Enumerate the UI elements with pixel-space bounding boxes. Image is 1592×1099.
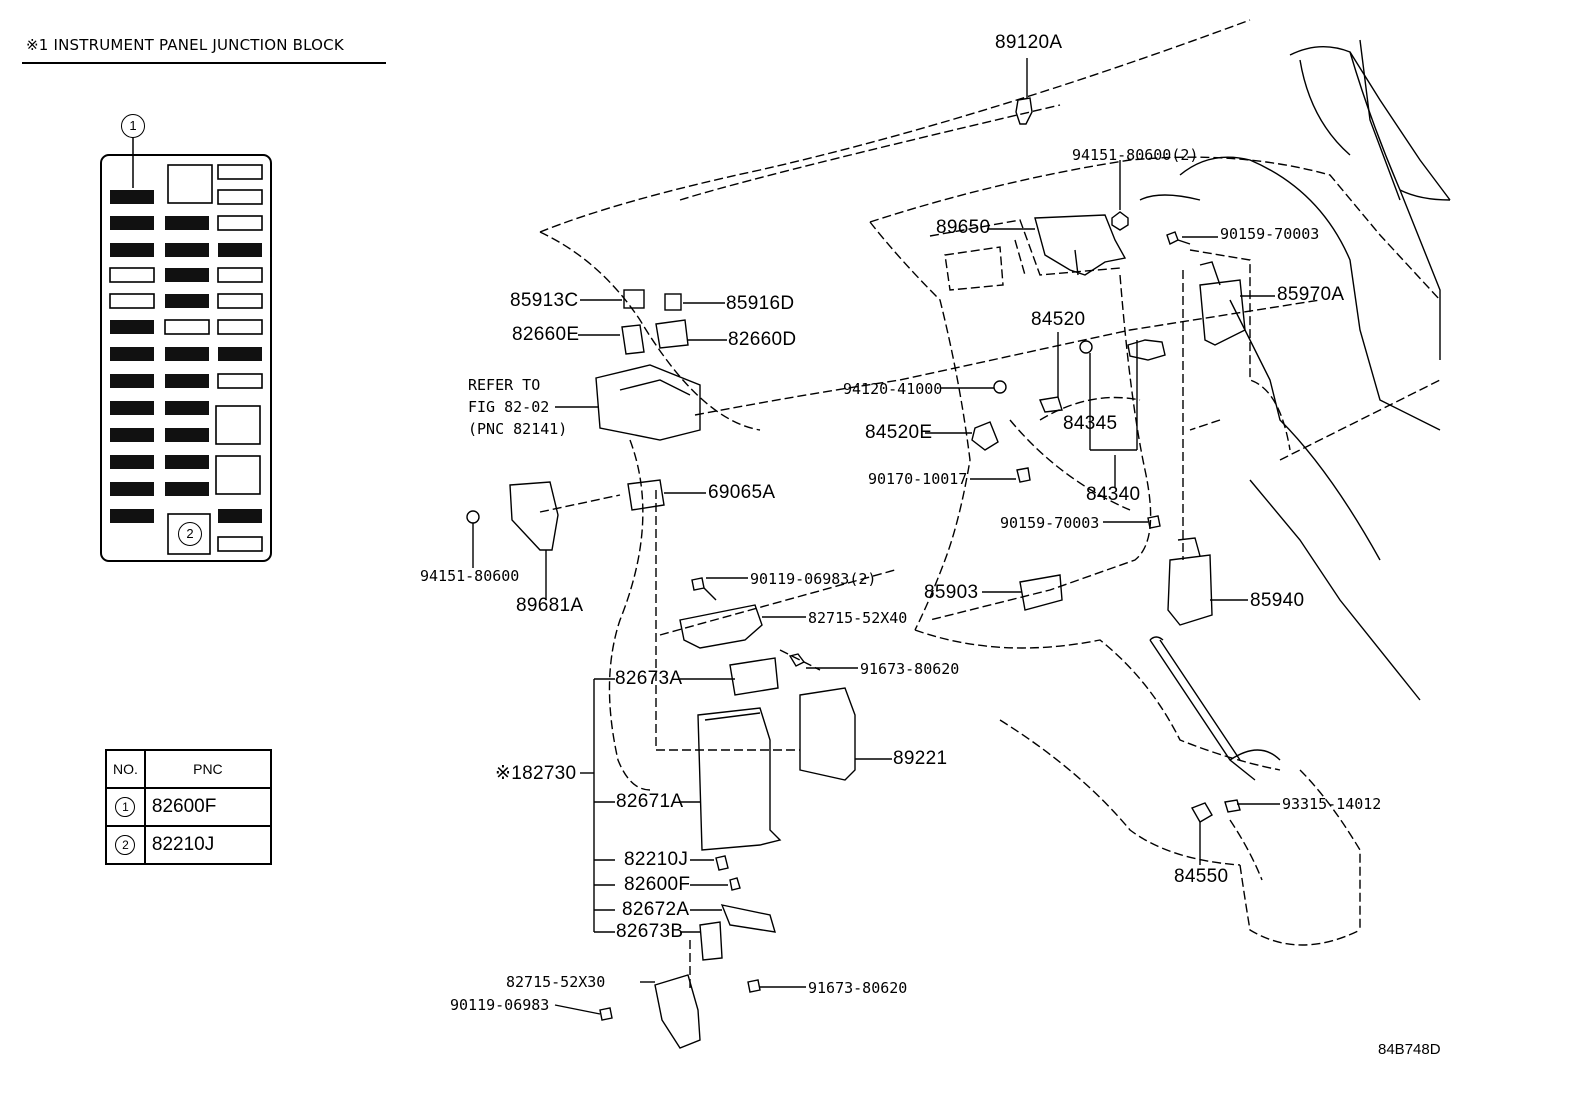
- label-84520: 84520: [1031, 309, 1086, 330]
- label-94151-80600-2: 94151-80600(2): [1072, 146, 1199, 164]
- label-82730: ※182730: [495, 763, 577, 784]
- refer-note: REFER TO FIG 82-02 (PNC 82141): [468, 374, 567, 440]
- body-outline: [1139, 39, 1451, 781]
- label-84520E: 84520E: [865, 422, 933, 443]
- pnc-table: NO. PNC 1 82600F 2 82210J: [105, 749, 272, 865]
- row-pnc: 82210J: [143, 825, 272, 865]
- label-85903: 85903: [924, 582, 979, 603]
- label-85916D: 85916D: [726, 293, 795, 314]
- label-91673-80620-bottom: 91673-80620: [808, 979, 908, 997]
- label-82660D: 82660D: [728, 329, 797, 350]
- label-82673A: 82673A: [615, 668, 683, 689]
- pnc-table-header: NO. PNC: [105, 749, 272, 789]
- label-90119-06983-2: 90119-06983(2): [750, 570, 877, 588]
- label-90159-70003-top: 90159-70003: [1220, 225, 1320, 243]
- label-89650: 89650: [936, 217, 991, 238]
- label-90119-06983: 90119-06983: [450, 996, 550, 1014]
- label-85970A: 85970A: [1277, 284, 1345, 305]
- table-row: 2 82210J: [105, 825, 272, 865]
- refer-line-2: FIG 82-02: [468, 398, 550, 416]
- row-pnc: 82600F: [143, 787, 272, 827]
- label-82660E: 82660E: [512, 324, 580, 345]
- title-underline: [22, 62, 386, 64]
- label-69065A: 69065A: [708, 482, 776, 503]
- label-82672A: 82672A: [622, 899, 690, 920]
- figure-id: 84B748D: [1378, 1041, 1441, 1058]
- label-90170-10017: 90170-10017: [868, 470, 968, 488]
- label-82673B: 82673B: [616, 921, 684, 942]
- leader-lines: [472, 228, 1280, 1015]
- table-row: 1 82600F: [105, 787, 272, 827]
- label-90159-70003-bottom: 90159-70003: [1000, 514, 1100, 532]
- label-89120A: 89120A: [995, 32, 1063, 53]
- label-82715-52X30: 82715-52X30: [506, 973, 606, 991]
- label-89221: 89221: [893, 748, 948, 769]
- row-no: 1: [115, 797, 136, 817]
- label-82600F: 82600F: [624, 874, 691, 895]
- col-pnc-header: PNC: [143, 749, 272, 789]
- label-82715-52X40: 82715-52X40: [808, 609, 908, 627]
- dashboard-outline: [539, 19, 1441, 990]
- label-94151-80600: 94151-80600: [420, 567, 520, 585]
- label-89681A: 89681A: [516, 595, 584, 616]
- label-91673-80620-top: 91673-80620: [860, 660, 960, 678]
- callout-1: 1: [121, 114, 145, 138]
- label-94120-41000: 94120-41000: [843, 380, 943, 398]
- label-82671A: 82671A: [616, 791, 684, 812]
- junction-block-drawing: [100, 136, 272, 562]
- section-title: ※1 INSTRUMENT PANEL JUNCTION BLOCK: [26, 36, 344, 54]
- label-85940: 85940: [1250, 590, 1305, 611]
- refer-line-3: (PNC 82141): [468, 420, 568, 438]
- label-84345: 84345: [1063, 413, 1118, 434]
- label-84340: 84340: [1086, 484, 1141, 505]
- part-glyphs: [132, 58, 1246, 1049]
- row-no: 2: [115, 835, 136, 855]
- label-82210J: 82210J: [624, 849, 689, 870]
- label-85913C: 85913C: [510, 290, 579, 311]
- label-93315-14012: 93315-14012: [1282, 795, 1382, 813]
- callout-2: 2: [178, 522, 202, 546]
- refer-line-1: REFER TO: [468, 376, 541, 394]
- col-no-header: NO.: [105, 749, 146, 789]
- label-84550: 84550: [1174, 866, 1229, 887]
